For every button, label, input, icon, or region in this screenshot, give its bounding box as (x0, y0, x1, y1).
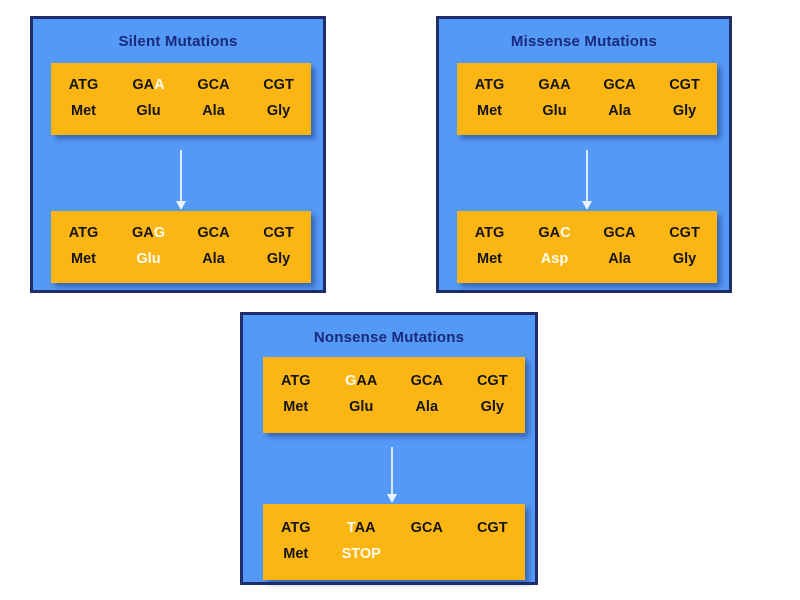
codon-cell: GCA (603, 225, 636, 242)
codon-cell-mutated: GAA (329, 372, 395, 392)
amino-acid-cell-changed: Asp (540, 251, 569, 267)
codon-row-dna: ATG GAG GCA CGT (51, 224, 311, 244)
panel-title-silent: Silent Mutations (118, 33, 238, 50)
codon-cell: CGT (669, 225, 700, 242)
arrow-head (582, 201, 592, 210)
amino-acid-cell: Glu (136, 103, 161, 119)
amino-acid-cell: Ala (415, 399, 439, 415)
amino-acid-cell: Met (283, 546, 309, 562)
codon-cell: ATG (280, 373, 311, 390)
codon-cell: GAA (538, 77, 571, 94)
amino-acid-cell: Glu (349, 399, 374, 415)
amino-acid-cell: Gly (672, 251, 697, 267)
codon-cell-mutated: GAC (522, 224, 587, 244)
codon-cell: GCA (410, 520, 443, 537)
panel-title-missense: Missense Mutations (510, 33, 658, 50)
codon-box-missense-after: ATG GAC GCA CGT Met Asp Ala Gly (457, 211, 717, 283)
codon-suffix: AA (356, 373, 378, 390)
highlight-base: T (346, 520, 355, 537)
amino-acid-cell: Met (477, 251, 502, 267)
arrow-shaft (586, 150, 588, 202)
codon-box-silent-before: ATG GAA GCA CGT Met Glu Ala Gly (51, 63, 311, 135)
codon-cell: CGT (476, 520, 508, 537)
arrow-shaft (391, 447, 393, 495)
codon-cell: GCA (197, 225, 230, 242)
amino-acid-cell-stop: STOP (341, 546, 381, 562)
codon-row-protein: Met STOP (263, 545, 525, 565)
codon-cell: GCA (410, 373, 443, 390)
amino-acid-cell: Ala (608, 103, 631, 119)
arrow-shaft (180, 150, 182, 202)
amino-acid-cell: Gly (480, 399, 504, 415)
amino-acid-cell: Glu (542, 103, 567, 119)
codon-cell: ATG (68, 225, 99, 242)
arrow-head (387, 494, 397, 503)
arrow-head (176, 201, 186, 210)
codon-box-silent-after: ATG GAG GCA CGT Met Glu Ala Gly (51, 211, 311, 283)
panel-missense-mutations: Missense Mutations ATG GAA GCA CGT Met G… (436, 16, 732, 293)
codon-row-dna: ATG GAA GCA CGT (263, 372, 525, 392)
codon-cell: ATG (474, 77, 505, 94)
codon-row-protein: Met Glu Ala Gly (51, 250, 311, 270)
amino-acid-cell: Gly (266, 251, 291, 267)
codon-cell: ATG (474, 225, 505, 242)
codon-cell: CGT (476, 373, 508, 390)
highlight-base: G (153, 225, 166, 242)
panel-nonsense-mutations: Nonsense Mutations ATG GAA GCA CGT Met G… (240, 312, 538, 585)
down-arrow-icon (580, 150, 594, 210)
codon-cell-mutated: GAA (116, 76, 181, 96)
codon-row-dna: ATG GAA GCA CGT (457, 76, 717, 96)
codon-prefix: GA (538, 225, 561, 242)
codon-box-nonsense-after: ATG TAA GCA CGT Met STOP (263, 504, 525, 580)
amino-acid-cell: Ala (202, 251, 225, 267)
codon-cell: GCA (603, 77, 636, 94)
codon-row-protein: Met Glu Ala Gly (51, 102, 311, 122)
amino-acid-cell-empty (394, 545, 460, 565)
codon-row-protein: Met Glu Ala Gly (263, 398, 525, 418)
panel-title-nonsense: Nonsense Mutations (313, 329, 465, 346)
codon-suffix: AA (354, 520, 376, 537)
amino-acid-cell: Gly (266, 103, 291, 119)
down-arrow-icon (174, 150, 188, 210)
codon-cell: CGT (263, 77, 294, 94)
amino-acid-cell: Ala (202, 103, 225, 119)
codon-row-dna: ATG GAC GCA CGT (457, 224, 717, 244)
codon-box-missense-before: ATG GAA GCA CGT Met Glu Ala Gly (457, 63, 717, 135)
amino-acid-cell: Gly (672, 103, 697, 119)
codon-cell-mutated: TAA (329, 519, 395, 539)
highlight-base: A (154, 77, 165, 94)
codon-row-protein: Met Glu Ala Gly (457, 102, 717, 122)
amino-acid-cell: Met (283, 399, 309, 415)
codon-row-dna: ATG TAA GCA CGT (263, 519, 525, 539)
codon-cell: GCA (197, 77, 230, 94)
codon-prefix: GA (131, 225, 154, 242)
amino-acid-cell-changed: Glu (136, 251, 161, 267)
highlight-base: G (345, 373, 357, 390)
codon-box-nonsense-before: ATG GAA GCA CGT Met Glu Ala Gly (263, 357, 525, 433)
codon-cell-mutated: GAG (116, 224, 181, 244)
codon-cell: CGT (263, 225, 294, 242)
down-arrow-icon (385, 447, 399, 503)
amino-acid-cell: Met (71, 103, 96, 119)
amino-acid-cell-empty (460, 545, 526, 565)
amino-acid-cell: Met (477, 103, 502, 119)
panel-silent-mutations: Silent Mutations ATG GAA GCA CGT Met Glu… (30, 16, 326, 293)
amino-acid-cell: Ala (608, 251, 631, 267)
highlight-base: C (560, 225, 571, 242)
codon-row-protein: Met Asp Ala Gly (457, 250, 717, 270)
codon-cell: ATG (280, 520, 311, 537)
codon-cell: ATG (68, 77, 99, 94)
codon-row-dna: ATG GAA GCA CGT (51, 76, 311, 96)
codon-cell: CGT (669, 77, 700, 94)
codon-prefix: GA (132, 77, 155, 94)
amino-acid-cell: Met (71, 251, 96, 267)
